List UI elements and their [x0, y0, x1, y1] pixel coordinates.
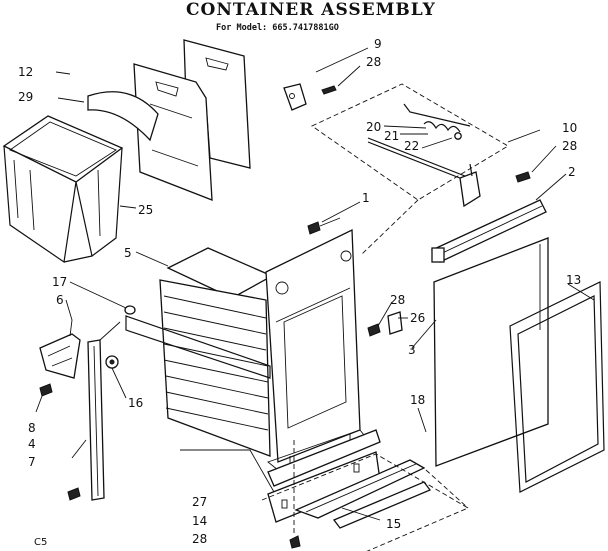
callout-22: 22: [404, 139, 419, 153]
part-trim-frame: [509, 281, 605, 493]
part-front-panel: [433, 237, 549, 467]
part-bottom-rail: [294, 459, 432, 529]
callout-29: 29: [18, 90, 33, 104]
callout-28-top: 28: [366, 55, 381, 69]
callout-1: 1: [362, 191, 370, 205]
part-bag: [2, 115, 124, 264]
callout-18: 18: [410, 393, 425, 407]
part-hinge-rail: [431, 199, 547, 263]
callout-2: 2: [568, 165, 576, 179]
callout-27: 27: [192, 495, 207, 509]
part-slide-rail: [87, 321, 121, 501]
part-screw-bottom: [289, 535, 301, 549]
part-bracket-9: [283, 83, 337, 111]
part-screw-1: [307, 217, 341, 235]
callout-14: 14: [192, 514, 207, 528]
figure-code: C5: [34, 537, 47, 548]
callout-16: 16: [128, 396, 143, 410]
callout-28-mid: 28: [390, 293, 405, 307]
part-bushing-16: [105, 355, 119, 369]
callout-26: 26: [410, 311, 425, 325]
callout-17: 17: [52, 275, 67, 289]
callout-8: 8: [28, 421, 36, 435]
callout-25: 25: [138, 203, 153, 217]
part-clip-26: [367, 311, 403, 337]
callout-4: 4: [28, 437, 36, 451]
callout-3: 3: [408, 343, 416, 357]
part-screw-7: [67, 487, 81, 501]
callout-12: 12: [18, 65, 33, 79]
callout-5: 5: [124, 246, 132, 260]
callout-20: 20: [366, 120, 381, 134]
part-container-frame: [125, 228, 369, 471]
callout-10: 10: [562, 121, 577, 135]
callout-9: 9: [374, 37, 382, 51]
callout-13: 13: [566, 273, 581, 287]
callout-7: 7: [28, 455, 36, 469]
part-clip-17: [39, 305, 136, 379]
callout-21: 21: [384, 129, 399, 143]
part-bracket-10: [459, 163, 531, 208]
callout-28-right: 28: [562, 139, 577, 153]
model-number: For Model: 665.7417881GO: [216, 23, 339, 33]
page-title: CONTAINER ASSEMBLY: [186, 0, 436, 20]
callout-6: 6: [56, 293, 64, 307]
callout-28-bottom: 28: [192, 532, 207, 546]
leader-lines: [35, 47, 595, 521]
callout-15: 15: [386, 517, 401, 531]
part-lower-bracket: [267, 429, 381, 523]
part-latch-assembly: [367, 103, 471, 183]
part-container-cover: [87, 39, 251, 201]
callout-labels: 9 28 12 29 20 21 22 10 28 2 1 25 5 17 6 …: [18, 37, 581, 548]
part-screw-8: [39, 383, 53, 397]
